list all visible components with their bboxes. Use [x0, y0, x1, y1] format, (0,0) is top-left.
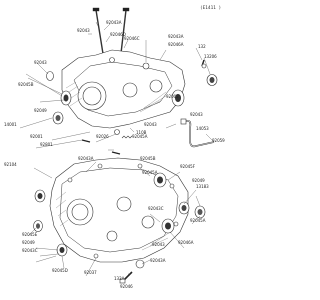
callout-label: 92043C — [22, 248, 38, 253]
lower-crankcase-half — [49, 157, 189, 263]
spring — [121, 135, 133, 139]
callout-label: 92043 — [190, 112, 203, 117]
callout-label: 92002 — [166, 94, 179, 99]
drain-bolt — [123, 271, 133, 281]
tube-clamp — [180, 118, 187, 125]
case-shading — [65, 81, 167, 113]
leader-lines — [19, 21, 215, 277]
right-parts-lower — [119, 172, 206, 284]
bearing-inner — [59, 247, 65, 253]
bolt-head — [122, 7, 130, 12]
callout-label: 92001 — [30, 134, 43, 139]
callout-label: 92037 — [84, 270, 97, 275]
bolt-head — [92, 7, 100, 12]
breather-tube — [183, 120, 215, 148]
callout-labels: 92043 92043A 92046D 92046C 92043A 92046A… — [4, 20, 225, 289]
seal-inner — [197, 209, 203, 215]
callout-label: 92046C — [124, 36, 140, 41]
middle-parts — [81, 129, 133, 155]
callout-label: 92045A — [190, 218, 206, 223]
callout-label: 92043C — [148, 206, 164, 211]
callout-label: 92046A — [168, 42, 184, 47]
oil-seal-inner — [209, 77, 215, 83]
dowel-pin — [81, 139, 91, 143]
callout-label: 92043A — [78, 156, 94, 161]
shaft-bore — [122, 82, 138, 98]
dowel-pin — [111, 151, 121, 155]
bearing-inner — [175, 94, 181, 102]
seal-inner — [181, 205, 187, 211]
shaft-bore — [116, 196, 132, 212]
callout-label: 92049 — [192, 178, 205, 183]
callout-label: 13206 — [204, 54, 217, 59]
upper-crankcase-half — [61, 7, 186, 129]
callout-label: 92046D — [110, 32, 126, 37]
washer — [135, 259, 145, 269]
callout-label: 92043A — [168, 34, 184, 39]
callout-label: 14053 — [196, 126, 209, 131]
crank-bearing-bore — [66, 198, 94, 226]
dowel-pin — [114, 129, 120, 135]
bearing — [46, 71, 54, 81]
bearing-inner — [157, 176, 163, 184]
case-shading — [55, 191, 171, 251]
callout-label: 92043 — [144, 122, 157, 127]
callout-label: 14001 — [4, 122, 17, 127]
callout-label: 92045B — [140, 156, 156, 161]
page-code: (E1411 ) — [200, 5, 221, 11]
callout-label: 92045A — [142, 170, 158, 175]
callout-label: 92045B — [18, 82, 34, 87]
callout-label: 92045D — [52, 268, 68, 273]
callout-label: 92045A — [132, 134, 148, 139]
small-bore — [142, 62, 150, 70]
bearing-inner — [63, 94, 69, 102]
left-bearings-upper — [46, 71, 72, 125]
callout-label: 92049 — [34, 108, 47, 113]
bolt-hole — [67, 177, 73, 183]
callout-label: 92046 — [120, 284, 133, 289]
left-bearings-lower — [33, 189, 68, 257]
callout-label: 92045F — [180, 164, 196, 169]
bearing-inner — [165, 222, 171, 230]
callout-label: 13183 — [196, 184, 209, 189]
bolt-hole — [137, 163, 143, 169]
callout-label: 92059 — [212, 138, 225, 143]
shaft-bore — [141, 215, 155, 229]
callout-label: 92043A — [150, 258, 166, 263]
bolt-hole — [169, 183, 175, 189]
pin-head — [201, 63, 207, 69]
bolt-hole — [93, 253, 99, 259]
callout-label: 92046A — [178, 240, 194, 245]
breather-tube-inner — [183, 120, 215, 147]
bolt-hole — [97, 163, 103, 169]
callout-label: 132A — [114, 276, 125, 281]
seal-inner — [55, 115, 61, 121]
callout-label: 92104 — [4, 162, 17, 167]
bolt-hole — [173, 221, 179, 227]
lower-case-outline — [49, 157, 189, 263]
crank-bearing-bore — [77, 81, 107, 111]
exploded-parts-diagram: (E1411 ) — [4, 5, 225, 289]
callout-label: 132 — [198, 44, 206, 49]
callout-label: 92049 — [22, 240, 35, 245]
bearing-inner — [37, 193, 43, 199]
callout-label: 92026 — [96, 134, 109, 139]
upper-case-inner — [73, 61, 173, 117]
stud-bolt — [95, 9, 105, 61]
callout-label: 92043 — [34, 60, 47, 65]
callout-label: 92801 — [40, 142, 53, 147]
drain-bolt-head — [119, 278, 126, 284]
crank-bearing-bore-inner — [82, 86, 102, 106]
shaft-bore — [149, 79, 163, 93]
callout-label: 92043 — [77, 28, 90, 33]
small-bore — [109, 57, 115, 63]
callout-label: 92043A — [106, 20, 122, 25]
callout-label: 92045E — [22, 232, 38, 237]
seal-inner — [36, 223, 40, 229]
crank-bearing-bore-inner — [71, 203, 89, 221]
callout-label: 110B — [136, 130, 147, 135]
right-parts-upper — [171, 59, 218, 148]
shaft-bore — [106, 230, 118, 242]
callout-label: 92043 — [152, 242, 165, 247]
